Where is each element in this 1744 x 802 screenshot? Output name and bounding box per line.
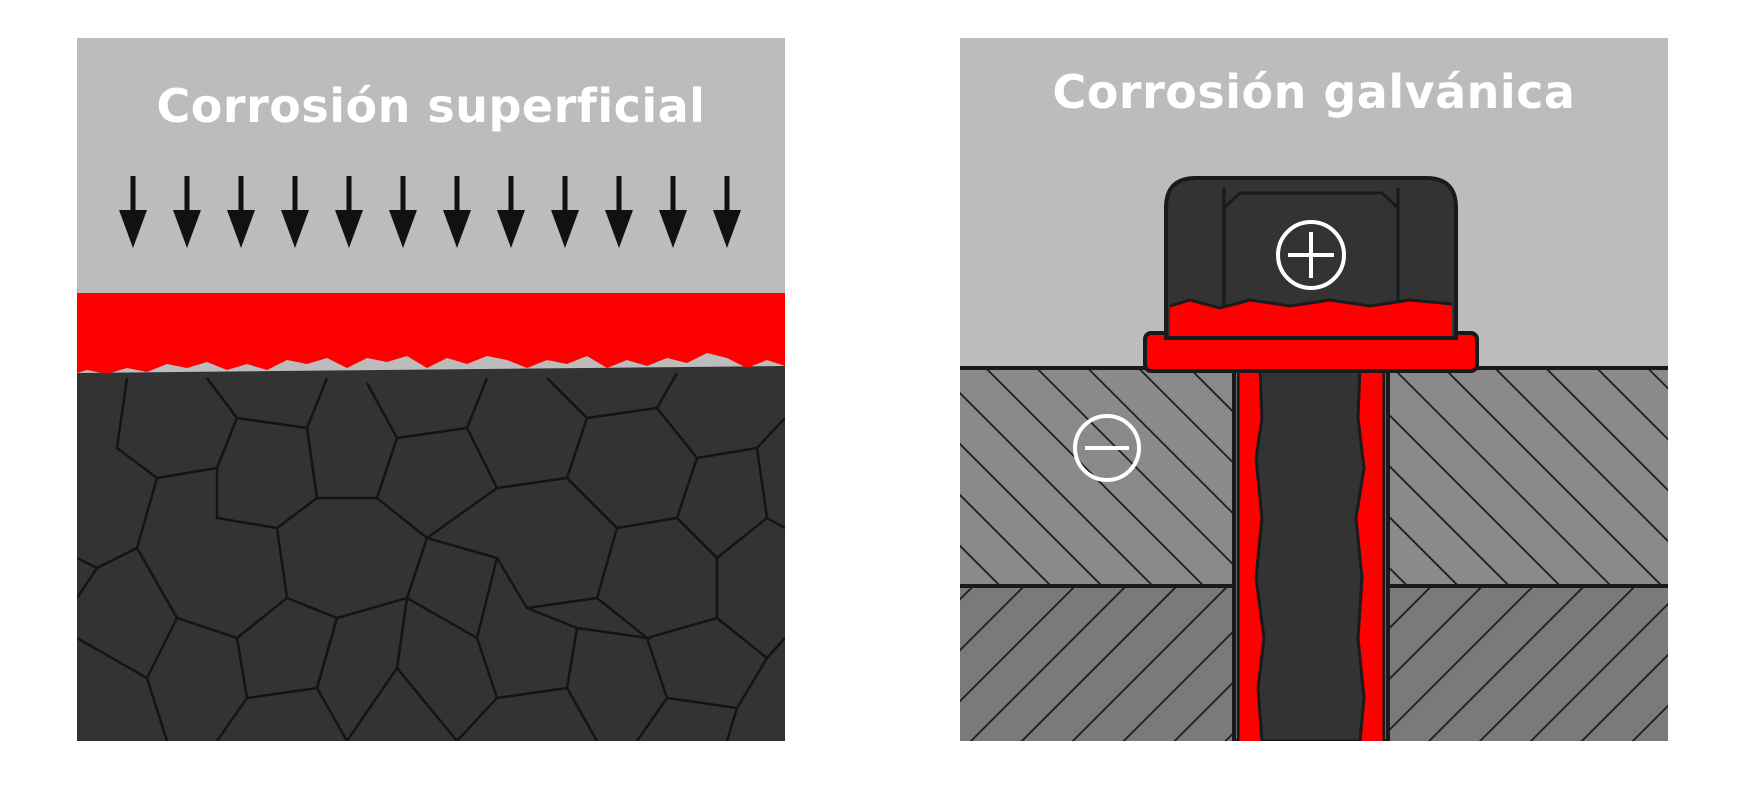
plus-circle-icon <box>1276 220 1346 290</box>
arrow-down-icon <box>713 176 741 248</box>
arrow-down-icon <box>605 176 633 248</box>
bolt-shank <box>1254 366 1366 741</box>
metal-grain-boundaries <box>77 372 785 741</box>
arrow-down-icon <box>335 176 363 248</box>
arrow-down-icon <box>173 176 201 248</box>
arrow-down-icon <box>119 176 147 248</box>
arrow-down-icon <box>497 176 525 248</box>
surface-corrosion-panel: Corrosión superficial <box>77 38 785 741</box>
arrow-down-icon <box>443 176 471 248</box>
arrow-down-icon <box>389 176 417 248</box>
arrow-row <box>119 176 741 248</box>
head-corrosion <box>1170 300 1452 336</box>
surface-corrosion-title: Corrosión superficial <box>157 79 706 133</box>
arrow-down-icon <box>551 176 579 248</box>
arrow-down-icon <box>281 176 309 248</box>
metal-body <box>77 366 785 741</box>
corrosion-layer <box>77 293 785 374</box>
galvanic-corrosion-title: Corrosión galvánica <box>1053 65 1576 119</box>
galvanic-corrosion-diagram: Corrosión galvánica <box>960 38 1668 741</box>
surface-corrosion-diagram: Corrosión superficial <box>77 38 785 741</box>
arrow-down-icon <box>659 176 687 248</box>
arrow-down-icon <box>227 176 255 248</box>
minus-circle-icon <box>1073 414 1141 482</box>
galvanic-corrosion-panel: Corrosión galvánica <box>960 38 1668 741</box>
